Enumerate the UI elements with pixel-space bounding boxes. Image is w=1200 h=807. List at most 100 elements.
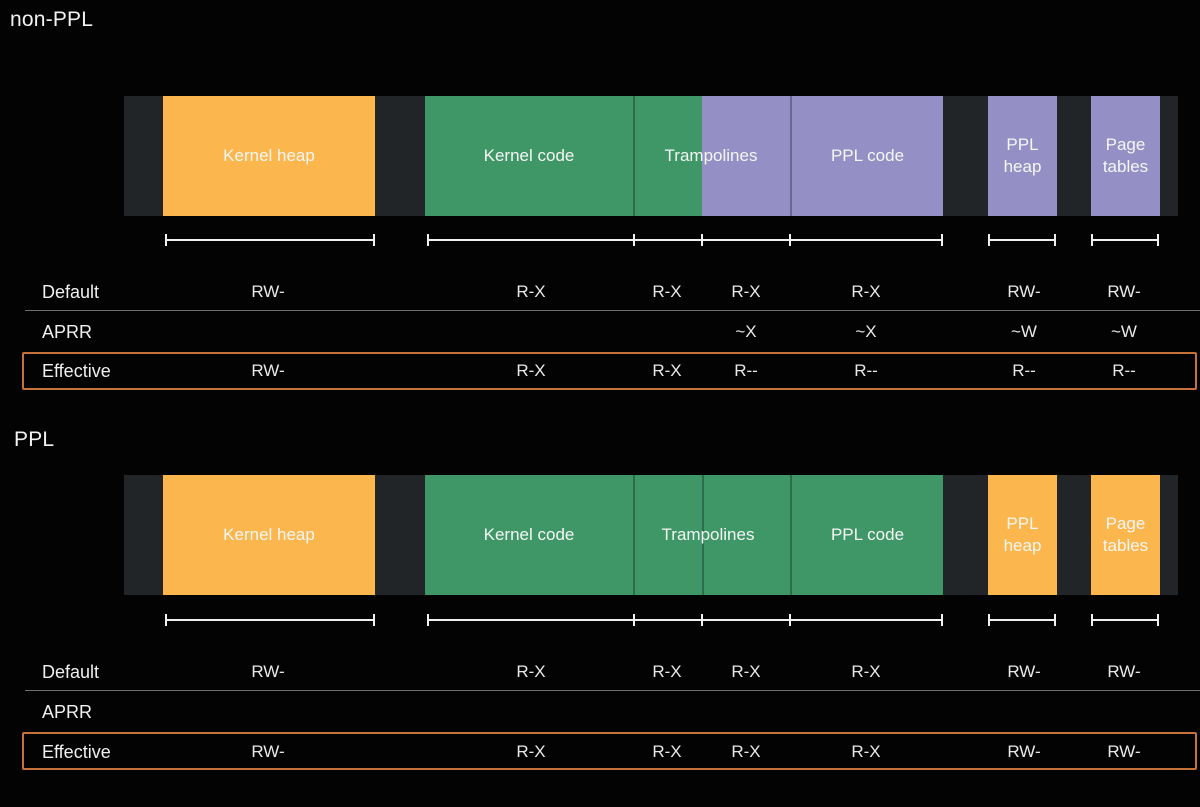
row-separator: [25, 690, 1200, 691]
perm-cell: ~W: [1111, 322, 1137, 341]
bracket-tick-mid: [701, 234, 703, 246]
block-ppl-code: PPL code: [790, 475, 943, 595]
block-page-tables: Page tables: [1091, 475, 1160, 595]
extent-bracket-0: [165, 234, 375, 246]
block-trampolines-2: [702, 96, 790, 216]
block-trampolines-1: [633, 475, 702, 595]
bracket-bar: [165, 239, 375, 241]
perm-cell: R-X: [731, 742, 761, 761]
block-label-ppl-code: PPL code: [830, 525, 905, 544]
block-ppl-heap: PPL heap: [988, 475, 1057, 595]
perm-cell: RW-: [1107, 742, 1141, 761]
perm-cell: R--: [854, 361, 878, 380]
bracket-bar: [988, 619, 1056, 621]
perm-cell: ~W: [1011, 322, 1037, 341]
block-label-kernel-heap: Kernel heap: [223, 525, 315, 544]
perm-cell: R-X: [516, 361, 546, 380]
extent-bracket-2: [988, 614, 1056, 626]
bracket-tick-end: [373, 614, 375, 626]
block-label-ppl-heap: PPL heap: [1003, 514, 1042, 555]
perm-cell: R--: [734, 361, 758, 380]
block-label-kernel-code: Kernel code: [483, 146, 575, 165]
block-label-kernel-code: Kernel code: [483, 525, 575, 544]
perm-cell: R-X: [516, 282, 546, 301]
block-label-kernel-heap: Kernel heap: [223, 146, 315, 165]
block-kernel-heap: Kernel heap: [163, 475, 375, 595]
bracket-tick-end: [373, 234, 375, 246]
extent-bracket-3: [1091, 234, 1159, 246]
block-ppl-heap: PPL heap: [988, 96, 1057, 216]
effective-highlight-box: [22, 732, 1197, 770]
bracket-tick-end: [1054, 614, 1056, 626]
row-label-effective: Effective: [42, 742, 111, 762]
bracket-bar: [1091, 239, 1159, 241]
perm-cell: RW-: [1007, 742, 1041, 761]
extent-bracket-0: [165, 614, 375, 626]
perm-cell: RW-: [1007, 662, 1041, 681]
block-trampolines-1: [633, 96, 702, 216]
block-kernel-code: Kernel code: [425, 96, 633, 216]
bracket-tick-start: [1091, 614, 1093, 626]
perm-cell: RW-: [1007, 282, 1041, 301]
extent-bracket-1: [427, 614, 943, 626]
perm-cell: RW-: [251, 662, 285, 681]
block-trampolines-2: [702, 475, 790, 595]
perm-cell: R-X: [652, 361, 682, 380]
bracket-tick-start: [988, 614, 990, 626]
bracket-bar: [1091, 619, 1159, 621]
extent-bracket-3: [1091, 614, 1159, 626]
block-kernel-code: Kernel code: [425, 475, 633, 595]
bracket-tick-start: [1091, 234, 1093, 246]
bracket-tick-end: [1157, 614, 1159, 626]
perm-cell: R-X: [652, 742, 682, 761]
bracket-tick-mid: [633, 614, 635, 626]
row-label-aprr: APRR: [42, 702, 93, 722]
bracket-tick-start: [427, 614, 429, 626]
perm-cell: RW-: [1107, 282, 1141, 301]
perm-cell: R-X: [851, 742, 881, 761]
row-label-default: Default: [42, 282, 100, 302]
perm-cell: R-X: [652, 282, 682, 301]
bracket-tick-start: [427, 234, 429, 246]
bracket-tick-mid: [789, 234, 791, 246]
block-label-ppl-code: PPL code: [830, 146, 905, 165]
block-kernel-heap: Kernel heap: [163, 96, 375, 216]
bracket-tick-start: [165, 614, 167, 626]
bracket-bar: [988, 239, 1056, 241]
perm-cell: R-X: [731, 662, 761, 681]
perm-cell: R--: [1112, 361, 1136, 380]
perm-cell: RW-: [251, 361, 285, 380]
block-page-tables: Page tables: [1091, 96, 1160, 216]
perm-cell: R-X: [851, 282, 881, 301]
bracket-tick-mid: [633, 234, 635, 246]
effective-highlight-box: [22, 352, 1197, 390]
perm-cell: ~X: [855, 322, 877, 341]
block-label-ppl-heap: PPL heap: [1003, 135, 1042, 176]
perm-cell: RW-: [251, 742, 285, 761]
extent-bracket-2: [988, 234, 1056, 246]
row-label-aprr: APRR: [42, 322, 93, 342]
perm-cell: RW-: [1107, 662, 1141, 681]
row-label-effective: Effective: [42, 361, 111, 381]
bracket-bar: [427, 239, 943, 241]
perm-cell: R-X: [731, 282, 761, 301]
section-title-non-ppl: non-PPL: [10, 8, 94, 31]
bracket-bar: [165, 619, 375, 621]
bracket-bar: [427, 619, 943, 621]
row-label-default: Default: [42, 662, 100, 682]
block-label-page-tables: Page tables: [1102, 135, 1149, 176]
perm-cell: R-X: [652, 662, 682, 681]
extent-bracket-1: [427, 234, 943, 246]
perm-cell: ~X: [735, 322, 757, 341]
bracket-tick-start: [165, 234, 167, 246]
perm-cell: R-X: [516, 662, 546, 681]
perm-cell: RW-: [251, 282, 285, 301]
block-ppl-code: PPL code: [790, 96, 943, 216]
bracket-tick-end: [1054, 234, 1056, 246]
bracket-tick-end: [941, 234, 943, 246]
perm-cell: R--: [1012, 361, 1036, 380]
bracket-tick-end: [1157, 234, 1159, 246]
section-title-ppl: PPL: [14, 428, 55, 451]
perm-cell: R-X: [851, 662, 881, 681]
